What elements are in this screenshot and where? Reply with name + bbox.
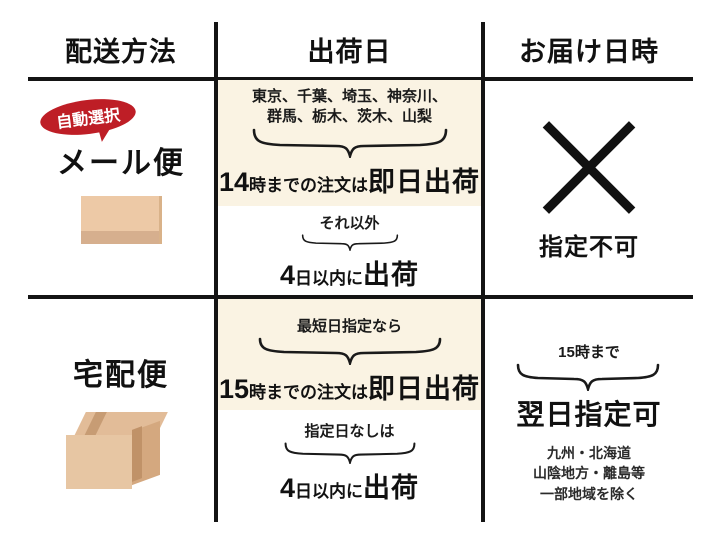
ship-result-hour: 14 bbox=[218, 167, 250, 198]
column-header-method: 配送方法 bbox=[65, 36, 177, 67]
ship-result-hour: 15 bbox=[218, 373, 250, 404]
ship-date-cell-mail-secondary: それ以外 4 日以内に 出荷 bbox=[218, 212, 481, 292]
ship-result-mail-secondary: 4 日以内に 出荷 bbox=[280, 253, 419, 292]
ship-result-days: 4 bbox=[279, 260, 296, 290]
badge-tail-icon bbox=[94, 125, 112, 143]
ship-result-mail-primary: 14 時までの注文は 即日出荷 bbox=[219, 160, 480, 199]
ship-result-emphasis: 出荷 bbox=[363, 473, 420, 503]
column-divider-rule-2 bbox=[481, 22, 485, 522]
auto-select-badge-wrap: 自動選択 bbox=[28, 94, 214, 143]
method-cell-mail: 自動選択 メール便 bbox=[28, 94, 214, 290]
delivery-condition-cutoff: 15時まで bbox=[558, 344, 620, 362]
row-divider-rule bbox=[28, 295, 693, 299]
delivery-note-line3: 一部地域を除く bbox=[540, 485, 638, 502]
auto-select-badge: 自動選択 bbox=[38, 94, 138, 140]
curly-brace-icon bbox=[301, 234, 398, 251]
delivery-note-line1: 九州・北海道 bbox=[547, 445, 631, 462]
ship-result-days: 4 bbox=[279, 473, 296, 503]
prefecture-list: 東京、千葉、埼玉、神奈川、 群馬、栃木、茨木、山梨 bbox=[252, 87, 447, 128]
delivery-exclusion-note: 九州・北海道 山陰地方・離島等 一部地域を除く bbox=[533, 443, 645, 504]
ship-date-cell-takuhai-secondary: 指定日なしは 4 日以内に 出荷 bbox=[218, 420, 481, 505]
header-divider-rule bbox=[28, 77, 693, 81]
curly-brace-icon bbox=[258, 337, 441, 365]
prefecture-list-line1: 東京、千葉、埼玉、神奈川、 bbox=[251, 87, 447, 105]
method-name-mail: メール便 bbox=[57, 147, 185, 180]
method-cell-takuhai: 宅配便 bbox=[28, 350, 214, 520]
delivery-label-mail: 指定不可 bbox=[539, 233, 639, 261]
parcel-box-icon bbox=[66, 412, 176, 494]
prefecture-list-line2: 群馬、栃木、茨木、山梨 bbox=[266, 108, 432, 125]
highlight-block-row2 bbox=[218, 299, 481, 410]
ship-result-mid: 日以内に bbox=[295, 269, 364, 288]
ship-result-mid: 時までの注文は bbox=[249, 382, 369, 402]
ship-result-mid: 時までの注文は bbox=[249, 176, 369, 196]
delivery-main-takuhai: 翌日指定可 bbox=[516, 399, 662, 431]
ship-condition-other: それ以外 bbox=[319, 215, 380, 232]
ship-result-emphasis: 即日出荷 bbox=[368, 167, 481, 198]
delivery-cell-mail: 指定不可 bbox=[485, 100, 693, 280]
ship-date-cell-takuhai-primary: 最短日指定なら 15 時までの注文は 即日出荷 bbox=[218, 312, 481, 408]
ship-condition-earliest: 最短日指定なら bbox=[296, 317, 402, 335]
curly-brace-icon bbox=[516, 363, 660, 392]
ship-condition-no-date: 指定日なしは bbox=[304, 423, 395, 440]
ship-result-emphasis: 出荷 bbox=[363, 260, 420, 290]
auto-select-badge-label: 自動選択 bbox=[55, 107, 122, 132]
ship-result-mid: 日以内に bbox=[295, 482, 364, 501]
curly-brace-icon bbox=[284, 442, 415, 464]
column-header-delivery: お届け日時 bbox=[519, 36, 659, 67]
delivery-cell-takuhai: 15時まで 翌日指定可 九州・北海道 山陰地方・離島等 一部地域を除く bbox=[485, 330, 693, 515]
ship-date-cell-mail-primary: 東京、千葉、埼玉、神奈川、 群馬、栃木、茨木、山梨 14 時までの注文は 即日出… bbox=[218, 84, 481, 202]
method-name-takuhai: 宅配便 bbox=[73, 359, 169, 392]
ship-result-takuhai-secondary: 4 日以内に 出荷 bbox=[280, 466, 419, 505]
flat-mail-package-icon bbox=[80, 196, 162, 244]
ship-result-takuhai-primary: 15 時までの注文は 即日出荷 bbox=[219, 367, 480, 406]
curly-brace-icon bbox=[252, 128, 447, 159]
delivery-note-line2: 山陰地方・離島等 bbox=[533, 465, 645, 482]
x-mark-icon bbox=[541, 119, 637, 215]
column-header-ship-date: 出荷日 bbox=[307, 36, 392, 67]
ship-result-emphasis: 即日出荷 bbox=[368, 373, 481, 404]
column-divider-rule-1 bbox=[214, 22, 218, 522]
